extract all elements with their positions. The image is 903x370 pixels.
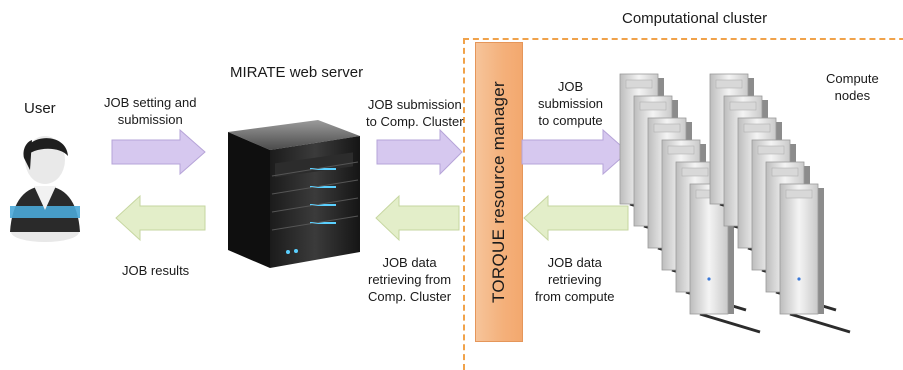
compute-node-icon [619,73,851,334]
compute-node [689,183,761,334]
arrow-job-setting [111,128,206,176]
compute-node [779,183,851,334]
arrow-job-submission-cluster [376,128,463,176]
arrow-job-submission-compute [521,128,629,176]
job-setting-label: JOB setting and submission [104,95,197,127]
job-data-cluster-label: JOB data retrieving from Comp. Cluster [368,255,452,304]
job-data-compute-label: JOB data retrieving from compute [535,255,615,304]
web-server-title: MIRATE web server [230,64,364,81]
server-icon [228,120,360,268]
torque-resource-manager: TORQUE resource manager [475,42,523,342]
user-title: User [24,100,56,117]
job-submission-compute-label: JOB submission to compute [538,79,604,128]
arrow-job-results [115,194,206,242]
arrow-job-data-compute [523,194,629,242]
cluster-title: Computational cluster [622,10,768,27]
cluster-boundary [463,38,903,370]
job-submission-cluster-label: JOB submission to Comp. Cluster [366,97,464,129]
job-results-label: JOB results [122,263,190,278]
compute-nodes-label: Compute nodes [826,71,879,103]
arrow-job-data-cluster [375,194,460,242]
diagram-graphics [10,73,851,334]
user-avatar-icon [10,136,80,242]
